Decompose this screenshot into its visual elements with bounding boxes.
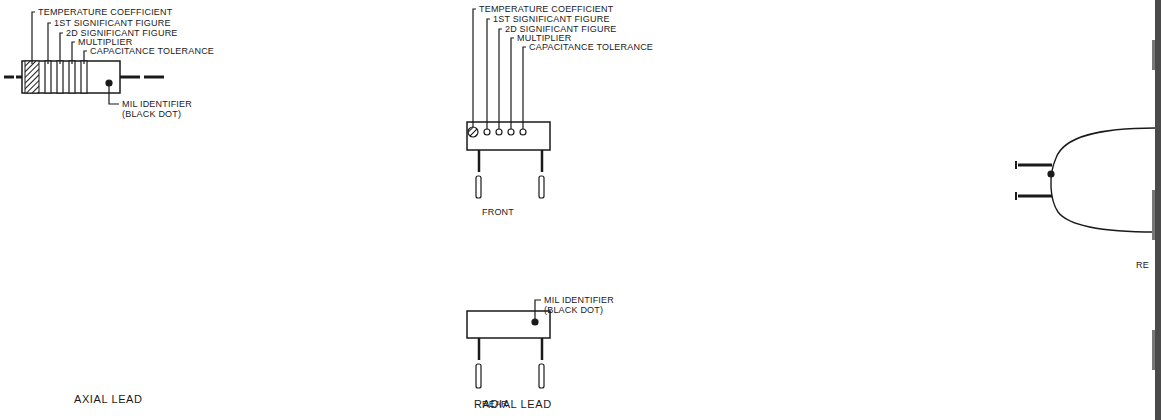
- callout-label: 2D SIGNIFICANT FIGURE: [66, 28, 178, 38]
- callout-label: TEMPERATURE COEFFICIENT: [38, 7, 172, 17]
- callout-label: CAPACITANCE TOLERANCE: [529, 42, 653, 52]
- callout-label: 1ST SIGNIFICANT FIGURE: [54, 18, 171, 28]
- callout-label: FRONT: [482, 207, 514, 217]
- callout-label: RE: [1136, 260, 1149, 270]
- callout-label: MIL IDENTIFIER (BLACK DOT): [122, 99, 204, 119]
- callout-label: MULTIPLIER: [517, 33, 571, 43]
- callout-label: MIL IDENTIFIER (BLACK DOT): [544, 295, 626, 315]
- callout-label: 1ST SIGNIFICANT FIGURE: [493, 14, 610, 24]
- figure-caption: RADIAL LEAD: [474, 398, 552, 411]
- callout-label: MULTIPLIER: [78, 37, 132, 47]
- callout-label: CAPACITANCE TOLERANCE: [90, 46, 214, 56]
- callout-label: 2D SIGNIFICANT FIGURE: [505, 24, 617, 34]
- callout-label: TEMPERATURE COEFFICIENT: [479, 4, 613, 14]
- figure-caption: AXIAL LEAD: [74, 393, 143, 406]
